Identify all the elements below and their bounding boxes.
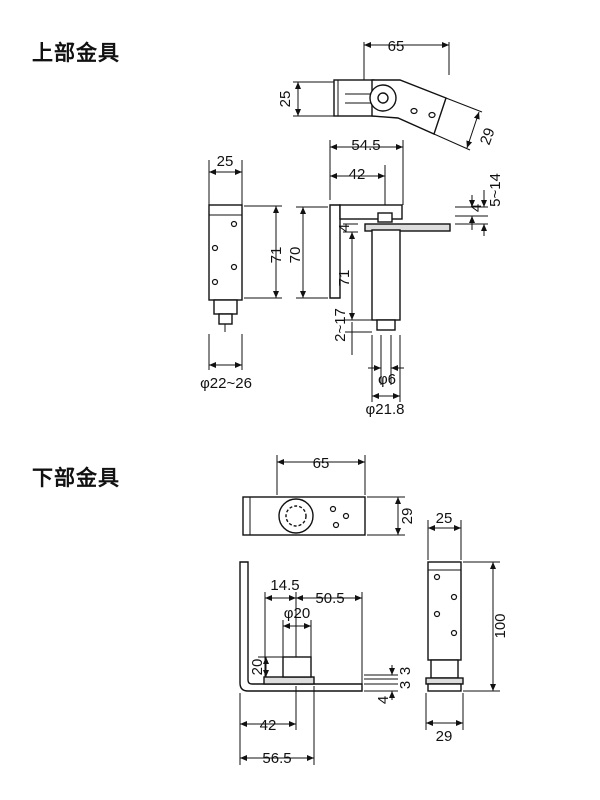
upper-dim-phi-21-8: φ21.8 [366,401,405,418]
upper-dim-phi-22-26: φ22~26 [200,375,252,392]
lower-dim-20: 20 [249,659,266,676]
lower-dim-56-5: 56.5 [262,750,291,767]
lower-dim-42: 42 [260,717,277,734]
upper-dim-5-14: 5~14 [487,173,504,207]
lower-dim-25: 25 [436,510,453,527]
upper-dim-4-inner: 4 [336,224,353,232]
lower-dim-4: 4 [375,696,392,704]
lower-dim-3-b: 3 [397,681,414,689]
lower-dim-65: 65 [313,455,330,472]
lower-dim-29-bottom: 29 [436,728,453,745]
upper-front-view [208,160,282,370]
lower-dim-phi-20: φ20 [284,605,310,622]
upper-dim-42: 42 [349,166,366,183]
upper-dim-25-width: 25 [217,153,234,170]
upper-plan-view [293,42,483,151]
upper-dim-71-front: 71 [268,247,285,264]
upper-dim-65: 65 [388,38,405,55]
upper-side-view [296,140,488,402]
upper-dim-phi-6: φ6 [378,371,396,388]
lower-dim-100: 100 [492,613,509,638]
lower-dim-3-a: 3 [397,667,414,675]
upper-dim-2-17: 2~17 [332,308,349,342]
upper-fitting-title: 上部金具 [32,41,120,65]
upper-dim-54-5: 54.5 [351,137,380,154]
upper-dim-4-right: 4 [468,204,485,212]
lower-dim-50-5: 50.5 [315,590,344,607]
lower-fitting-title: 下部金具 [32,466,120,490]
upper-dim-70: 70 [287,247,304,264]
lower-plan-view [242,455,405,536]
lower-dim-14-5: 14.5 [270,577,299,594]
upper-dim-29: 29 [477,126,499,147]
upper-dim-25-height: 25 [277,91,294,108]
lower-side-view [239,561,398,765]
upper-dim-71-side: 71 [336,270,353,287]
lower-dim-29-right: 29 [399,508,416,525]
lower-front-view [425,520,500,730]
